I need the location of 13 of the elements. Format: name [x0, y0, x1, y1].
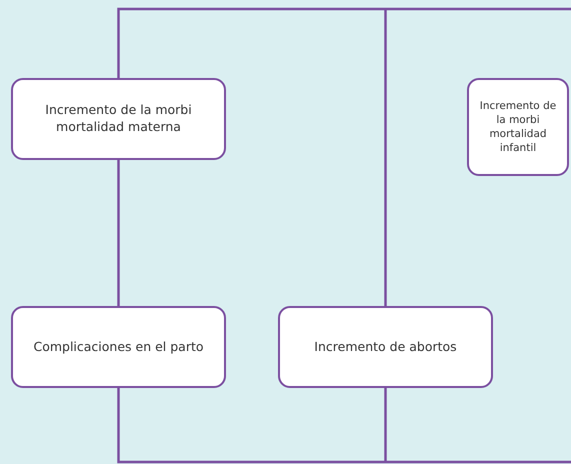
box-label: Incremento de abortos	[314, 338, 457, 356]
rounded-box	[278, 306, 493, 388]
box-label: Complicaciones en el parto	[33, 338, 204, 356]
rounded-box	[11, 78, 226, 160]
connector-line	[384, 9, 387, 306]
box-label: Incremento de la morbi mortalidad infantil	[478, 98, 558, 156]
box-label: Incremento de la morbi mortalidad materna	[44, 102, 193, 136]
connector-line	[117, 8, 571, 78]
connector-line	[117, 388, 571, 464]
connector-line	[117, 160, 120, 306]
rounded-box	[467, 78, 569, 176]
rounded-box	[11, 306, 226, 388]
connector-line	[384, 388, 387, 462]
